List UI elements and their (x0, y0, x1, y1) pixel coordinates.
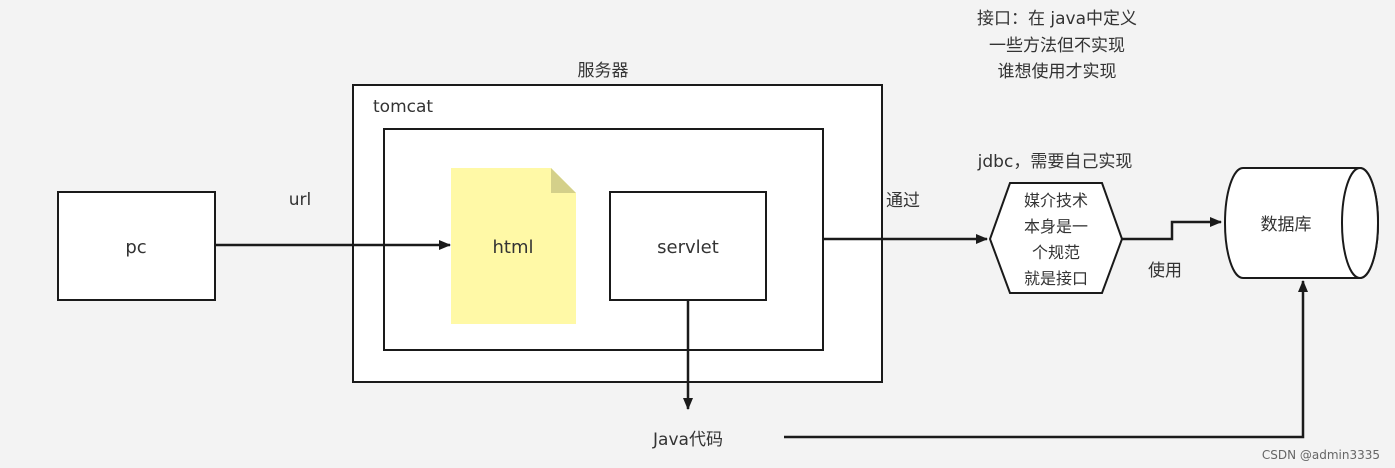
database-cylinder[interactable] (1224, 167, 1379, 279)
html-label: html (492, 237, 533, 258)
servlet-label: servlet (657, 237, 719, 258)
jdbc-note: jdbc，需要自己实现 (977, 152, 1133, 172)
jdbc-to-database-arrow (1122, 217, 1222, 241)
pc-box[interactable] (57, 191, 216, 301)
java-code-label: Java代码 (652, 430, 723, 450)
servlet-box[interactable] (609, 191, 767, 301)
html-document-fold (551, 168, 576, 193)
jdbc-hexagon[interactable] (988, 182, 1124, 294)
hexagon-line-3: 个规范 (1032, 243, 1080, 262)
java-to-database-arrow (784, 280, 1308, 439)
url-label: url (289, 190, 312, 210)
hexagon-line-2: 本身是一 (1024, 217, 1088, 236)
hexagon-line-4: 就是接口 (1024, 269, 1088, 288)
interface-note-line-3: 谁想使用才实现 (998, 61, 1117, 82)
database-label: 数据库 (1261, 215, 1312, 235)
use-label: 使用 (1148, 260, 1182, 281)
tomcat-label: tomcat (373, 97, 433, 117)
watermark: CSDN @admin3335 (1262, 448, 1380, 462)
server-label: 服务器 (578, 61, 629, 81)
hexagon-line-1: 媒介技术 (1024, 191, 1088, 210)
interface-note-line-1: 接口：在 java中定义 (977, 9, 1137, 29)
pc-label: pc (125, 237, 146, 258)
html-document-shape[interactable] (451, 168, 576, 324)
interface-note-line-2: 一些方法但不实现 (989, 36, 1125, 56)
tongguo-label: 通过 (886, 191, 920, 211)
